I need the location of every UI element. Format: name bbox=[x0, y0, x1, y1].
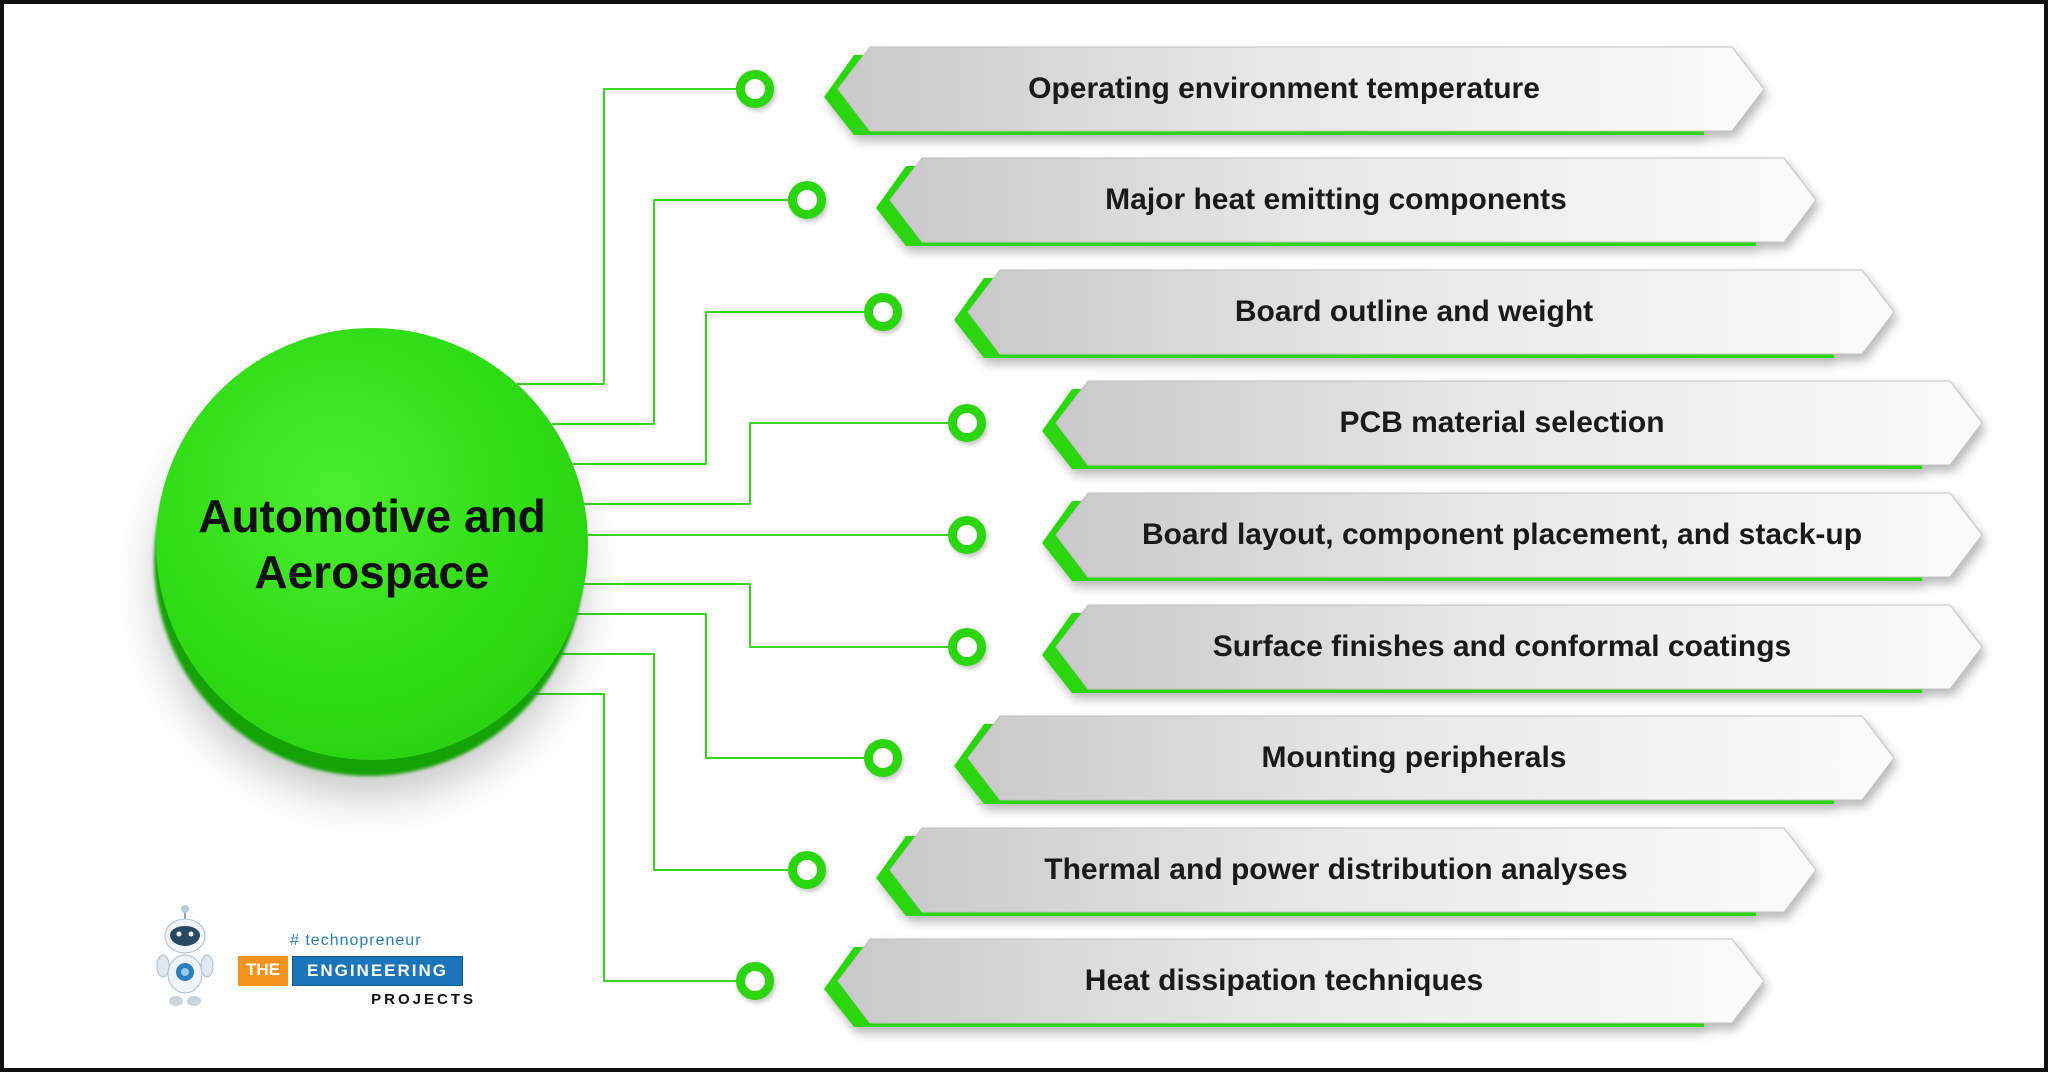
item-label: Heat dissipation techniques bbox=[1084, 964, 1484, 997]
banner-shape bbox=[954, 715, 1894, 804]
center-topic-title: Automotive and Aerospace bbox=[198, 489, 546, 598]
banner-shape bbox=[1042, 604, 1982, 693]
item-label: PCB material selection bbox=[1339, 406, 1665, 439]
banner-body bbox=[889, 157, 1816, 243]
item-label: Board outline and weight bbox=[1234, 295, 1594, 328]
brand-logo-text: # technopreneur THE ENGINEERING PROJECTS bbox=[238, 902, 478, 1008]
brand-tagline: # technopreneur bbox=[290, 932, 422, 949]
connector-lines bbox=[517, 88, 950, 982]
banner-body bbox=[967, 715, 1894, 801]
banner-body bbox=[1055, 492, 1982, 578]
banner-shape bbox=[876, 827, 1816, 916]
item-row: Major heat emitting components bbox=[876, 154, 1816, 246]
banner-shape bbox=[824, 46, 1764, 135]
item-row: Surface finishes and conformal coatings bbox=[1042, 601, 1982, 693]
brand-word-the: THE bbox=[238, 956, 288, 986]
connector-node bbox=[788, 851, 826, 889]
brand-logo: # technopreneur THE ENGINEERING PROJECTS bbox=[142, 902, 478, 1014]
item-row: Operating environment temperature bbox=[824, 43, 1764, 135]
banner-shape bbox=[876, 157, 1816, 246]
brand-wordmark: THE ENGINEERING bbox=[238, 956, 478, 986]
connector-node bbox=[864, 293, 902, 331]
banner-shape bbox=[954, 269, 1894, 358]
item-label: Operating environment temperature bbox=[1028, 72, 1540, 105]
connector-node bbox=[864, 739, 902, 777]
item-row: Heat dissipation techniques bbox=[824, 935, 1764, 1027]
banner-body bbox=[889, 827, 1816, 913]
item-label: Thermal and power distribution analyses bbox=[1044, 853, 1628, 886]
connector-node bbox=[736, 70, 774, 108]
item-row: Board outline and weight bbox=[954, 266, 1894, 358]
brand-word-projects: PROJECTS bbox=[371, 991, 476, 1008]
banner-body bbox=[1055, 380, 1982, 466]
brand-word-engineering: ENGINEERING bbox=[292, 956, 464, 986]
connector-node bbox=[948, 404, 986, 442]
item-row: Board layout, component placement, and s… bbox=[1042, 489, 1982, 581]
banner-body bbox=[837, 46, 1764, 132]
banner-shape bbox=[1042, 492, 1982, 581]
banner-body bbox=[967, 269, 1894, 355]
banner-body bbox=[837, 938, 1764, 1024]
banner-body bbox=[1055, 604, 1982, 690]
connector-node bbox=[788, 181, 826, 219]
item-row: Thermal and power distribution analyses bbox=[876, 824, 1816, 916]
connector-node bbox=[736, 962, 774, 1000]
center-topic-circle: Automotive and Aerospace bbox=[156, 328, 588, 760]
item-label: Major heat emitting components bbox=[1105, 183, 1567, 216]
item-label: Board layout, component placement, and s… bbox=[1141, 518, 1863, 551]
connector-node bbox=[948, 628, 986, 666]
connector-node bbox=[948, 516, 986, 554]
robot-mascot-icon bbox=[156, 905, 214, 1006]
item-label: Mounting peripherals bbox=[1261, 741, 1567, 774]
banner-shape bbox=[1042, 380, 1982, 469]
item-row: Mounting peripherals bbox=[954, 712, 1894, 804]
item-row: PCB material selection bbox=[1042, 377, 1982, 469]
item-label: Surface finishes and conformal coatings bbox=[1212, 630, 1792, 663]
banner-shape bbox=[824, 938, 1764, 1027]
